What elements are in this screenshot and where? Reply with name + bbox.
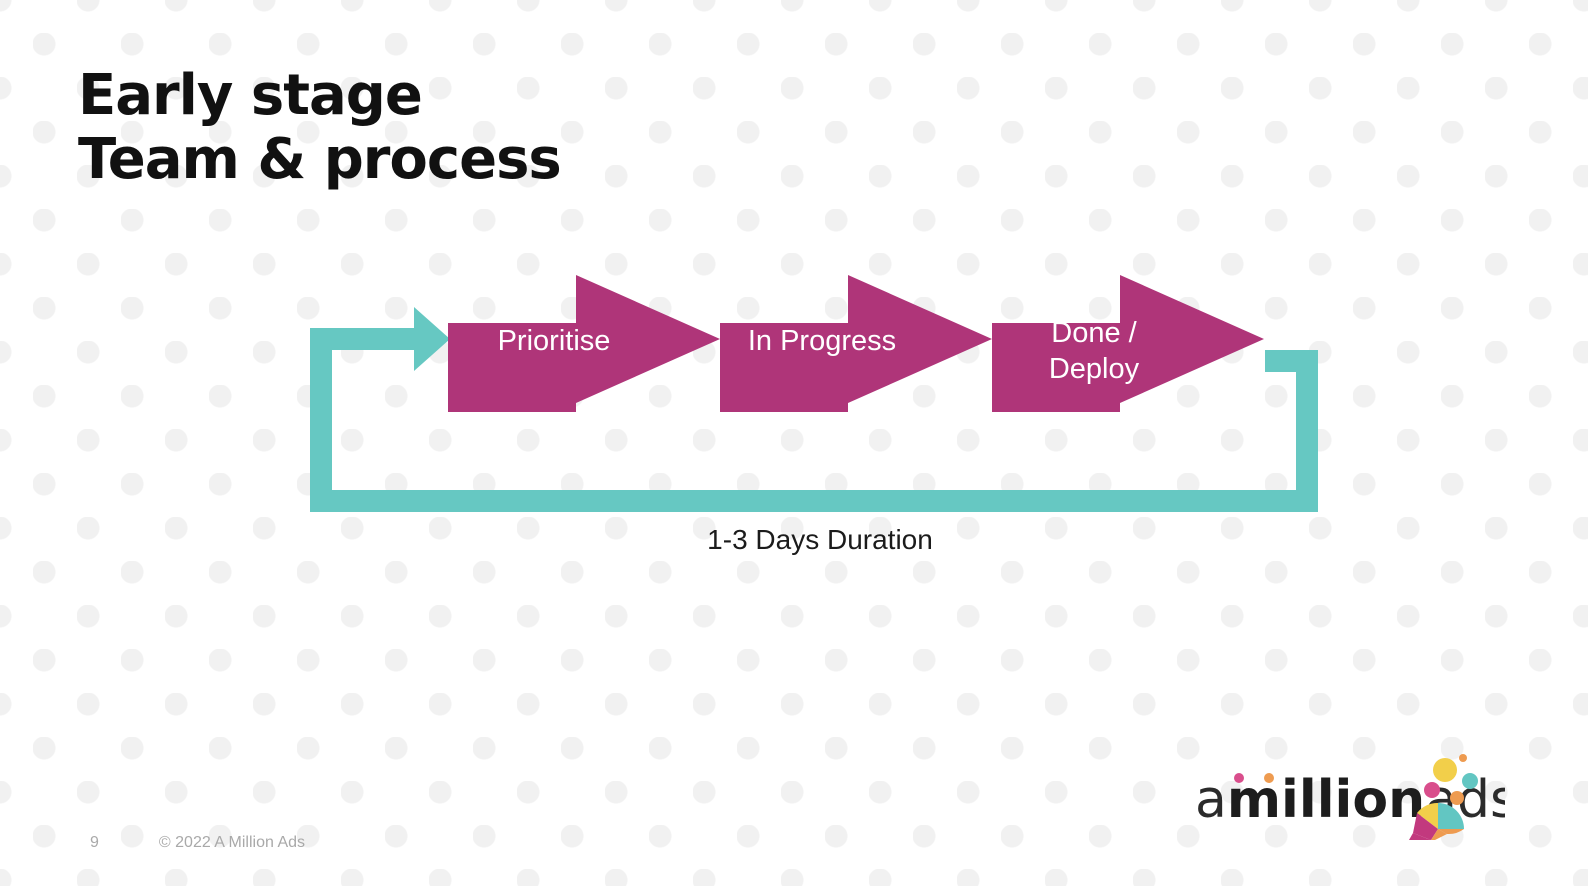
amillionads-logo: amillionads — [1195, 745, 1505, 840]
stage-arrow-prioritise[interactable]: Prioritise — [448, 275, 720, 412]
stage-label-done: Done / — [1051, 317, 1137, 349]
stage-arrow-in-progress[interactable]: In Progress — [720, 275, 992, 412]
logo-text-a: a — [1195, 770, 1227, 830]
stage-label-deploy: Deploy — [1049, 353, 1140, 385]
footer: 9 © 2022 A Million Ads — [90, 834, 305, 852]
stage-label-prioritise: Prioritise — [498, 325, 611, 357]
stage-arrow-done-deploy[interactable]: Done / Deploy — [992, 275, 1264, 412]
logo-text-million: million — [1227, 770, 1425, 830]
logo-wordmark: amillionads — [1195, 770, 1505, 830]
iteration-loop-arrow — [310, 307, 1318, 512]
logo-i-dot-pink — [1234, 773, 1244, 783]
logo-i-dot-orange — [1264, 773, 1274, 783]
copyright-notice: © 2022 A Million Ads — [158, 834, 306, 851]
title-line-1: Early stage — [78, 63, 423, 128]
stage-label-in-progress: In Progress — [748, 325, 896, 357]
duration-caption: 1-3 Days Duration — [707, 524, 933, 555]
page-title: Early stage Team & process — [78, 64, 978, 192]
page-number: 9 — [90, 834, 99, 851]
logo-confetti-mark — [1409, 754, 1478, 840]
title-line-2: Team & process — [78, 127, 562, 192]
process-flow-diagram: Prioritise In Progress Done / Deploy — [300, 260, 1340, 530]
